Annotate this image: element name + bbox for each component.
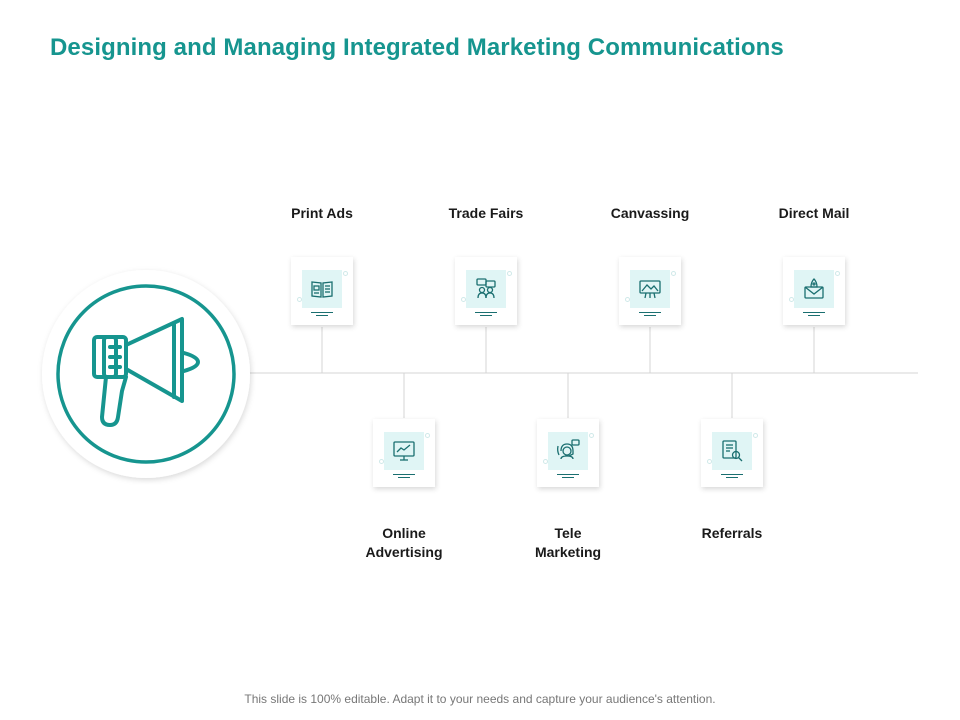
billboard-icon	[639, 280, 661, 299]
card-direct-mail	[783, 257, 845, 325]
label-canvassing: Canvassing	[610, 205, 690, 221]
label-print-ads: Print Ads	[291, 205, 353, 221]
monitor-chart-icon	[393, 441, 415, 461]
card-print-ads	[291, 257, 353, 325]
card-trade-fairs	[455, 257, 517, 325]
card-tele-marketing	[537, 419, 599, 487]
document-search-icon	[722, 440, 743, 462]
card-canvassing	[619, 257, 681, 325]
card-online-advertising	[373, 419, 435, 487]
newspaper-icon	[311, 281, 333, 298]
label-online-advertising: Online Advertising	[365, 525, 443, 560]
label-direct-mail: Direct Mail	[778, 205, 850, 221]
megaphone-icon	[92, 317, 200, 427]
card-referrals	[701, 419, 763, 487]
page-title: Designing and Managing Integrated Market…	[50, 34, 784, 61]
label-tele-marketing: Tele Marketing	[534, 525, 602, 560]
hub-circle	[42, 270, 250, 478]
people-chat-icon	[476, 278, 496, 299]
footer-note: This slide is 100% editable. Adapt it to…	[244, 692, 716, 706]
headset-agent-icon	[557, 439, 580, 460]
mail-rocket-icon	[804, 278, 824, 299]
label-trade-fairs: Trade Fairs	[448, 205, 524, 221]
label-referrals: Referrals	[701, 525, 763, 541]
